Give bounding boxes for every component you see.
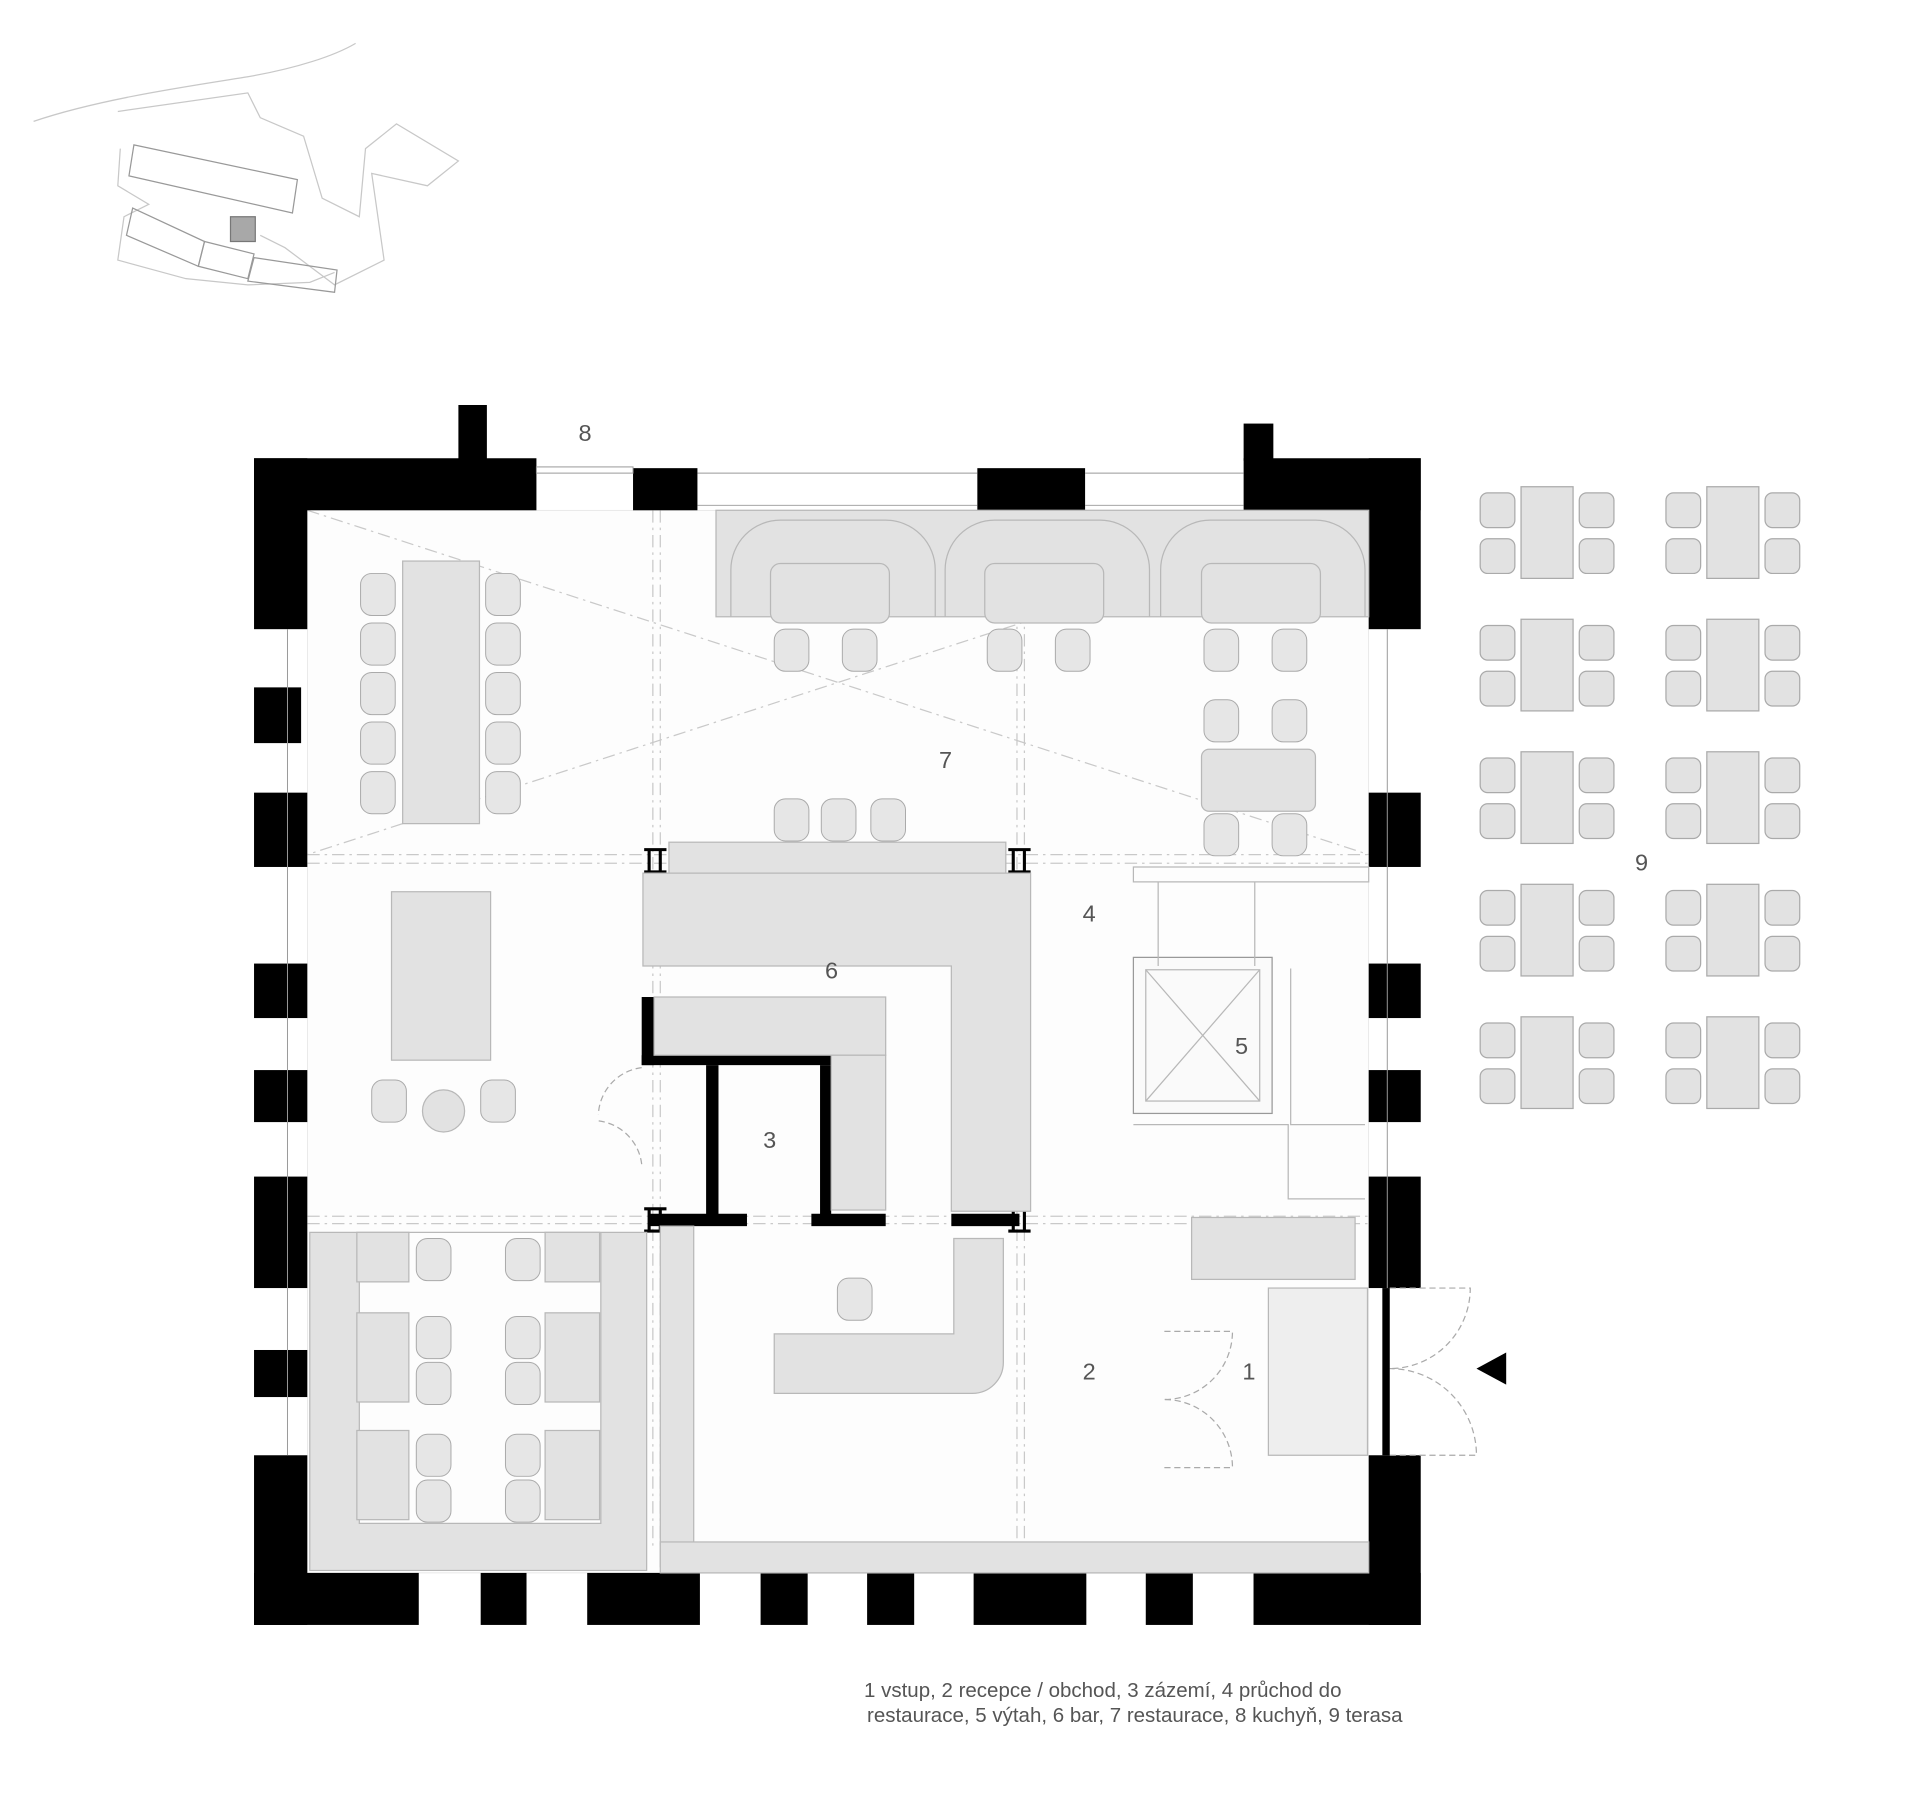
windows bbox=[286, 466, 1388, 1456]
legend-line-2: restaurace, 5 výtah, 6 bar, 7 restaurace… bbox=[867, 1704, 1403, 1727]
terrace-table bbox=[1520, 486, 1574, 580]
terrace-chair bbox=[1665, 538, 1702, 575]
terrace-chair bbox=[1578, 935, 1615, 972]
terrace-chair bbox=[1764, 1068, 1801, 1105]
terrace-chair bbox=[1578, 538, 1615, 575]
furniture bbox=[309, 509, 1370, 1574]
terrace-chair bbox=[1479, 757, 1516, 794]
terrace-chair bbox=[1479, 935, 1516, 972]
terrace-table bbox=[1706, 751, 1760, 845]
terrace-chair bbox=[1578, 624, 1615, 661]
terrace-chair bbox=[1764, 538, 1801, 575]
room-label-1: 1 bbox=[1242, 1359, 1255, 1385]
room-label-7: 7 bbox=[939, 747, 952, 773]
terrace-chair bbox=[1665, 1022, 1702, 1059]
entrance-arrow-icon bbox=[1476, 1352, 1507, 1385]
terrace-chair bbox=[1578, 1022, 1615, 1059]
doors bbox=[597, 1066, 1478, 1469]
room-label-5: 5 bbox=[1235, 1033, 1248, 1059]
terrace-chair bbox=[1479, 670, 1516, 707]
terrace-table bbox=[1706, 486, 1760, 580]
terrace-chair bbox=[1665, 1068, 1702, 1105]
room-label-9: 9 bbox=[1635, 850, 1648, 876]
terrace-chair bbox=[1665, 935, 1702, 972]
terrace-chair bbox=[1578, 757, 1615, 794]
terrace-chair bbox=[1578, 889, 1615, 926]
walls bbox=[254, 404, 1421, 1625]
terrace-chair bbox=[1578, 670, 1615, 707]
terrace-chair bbox=[1764, 492, 1801, 529]
terrace-chair bbox=[1479, 1022, 1516, 1059]
terrace-chair bbox=[1479, 889, 1516, 926]
terrace-chair bbox=[1764, 1022, 1801, 1059]
room-label-2: 2 bbox=[1083, 1359, 1096, 1385]
terrace-chair bbox=[1665, 624, 1702, 661]
terrace-table bbox=[1706, 1016, 1760, 1110]
terrace-chair bbox=[1665, 889, 1702, 926]
terrace-table bbox=[1706, 883, 1760, 977]
terrace-chair bbox=[1665, 803, 1702, 840]
room-label-4: 4 bbox=[1083, 900, 1096, 926]
terrace-chair bbox=[1665, 492, 1702, 529]
site-highlight-marker bbox=[229, 216, 256, 243]
terrace-chair bbox=[1665, 670, 1702, 707]
room-label-6: 6 bbox=[825, 957, 838, 983]
terrace-chair bbox=[1665, 757, 1702, 794]
terrace-chair bbox=[1764, 889, 1801, 926]
terrace-chair bbox=[1764, 757, 1801, 794]
terrace-table bbox=[1520, 1016, 1574, 1110]
terrace-chair bbox=[1578, 492, 1615, 529]
terrace-chair bbox=[1764, 935, 1801, 972]
site-location-map bbox=[33, 42, 460, 293]
terrace-chair bbox=[1479, 492, 1516, 529]
terrace-table bbox=[1520, 751, 1574, 845]
terrace-chair bbox=[1479, 1068, 1516, 1105]
terrace-chair bbox=[1479, 624, 1516, 661]
room-legend: 1 vstup, 2 recepce / obchod, 3 zázemí, 4… bbox=[864, 1678, 1403, 1728]
legend-line-1: 1 vstup, 2 recepce / obchod, 3 zázemí, 4… bbox=[864, 1679, 1342, 1702]
terrace-table bbox=[1706, 618, 1760, 712]
terrace-chair bbox=[1764, 670, 1801, 707]
room-label-8: 8 bbox=[579, 420, 592, 446]
terrace-chair bbox=[1479, 803, 1516, 840]
terrace-tables bbox=[1479, 486, 1801, 1110]
entrance-door-frame bbox=[1382, 1288, 1390, 1456]
terrace-table bbox=[1520, 618, 1574, 712]
terrace-table bbox=[1520, 883, 1574, 977]
terrace-chair bbox=[1578, 1068, 1615, 1105]
room-label-3: 3 bbox=[763, 1127, 776, 1153]
terrace-chair bbox=[1764, 624, 1801, 661]
room-labels: 1 2 3 4 5 6 7 8 9 bbox=[579, 420, 1649, 1385]
terrace-chair bbox=[1578, 803, 1615, 840]
terrace-chair bbox=[1479, 538, 1516, 575]
terrace-chair bbox=[1764, 803, 1801, 840]
